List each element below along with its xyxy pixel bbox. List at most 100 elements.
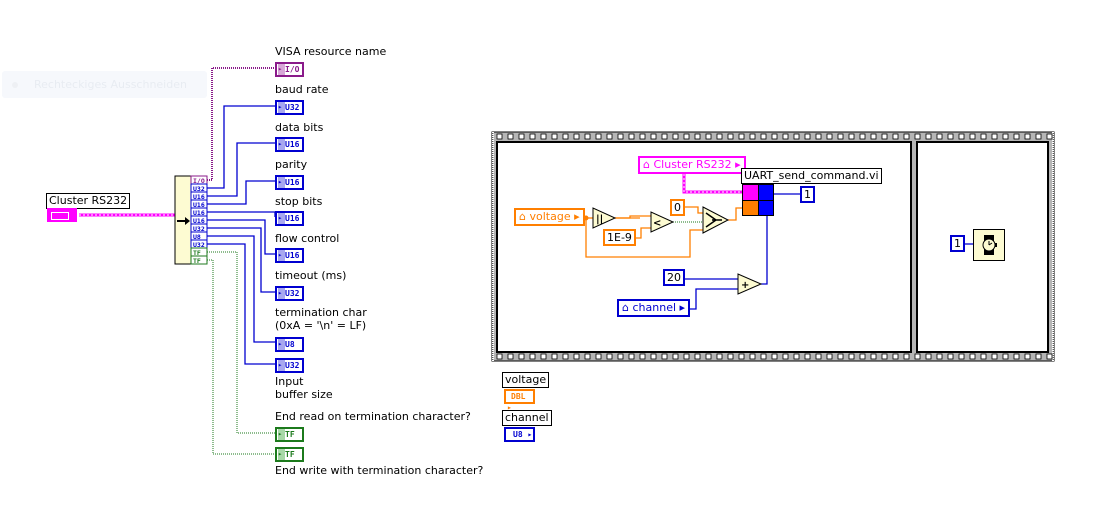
indicator-terminal[interactable]: ▸U16 — [275, 137, 304, 152]
film-hole — [815, 353, 822, 360]
abs-node[interactable]: || — [592, 207, 617, 229]
constant-epsilon[interactable]: 1E-9 — [603, 229, 636, 246]
unbundle-output-label: U8 — [193, 233, 201, 241]
constant-wait-ms[interactable]: 1 — [950, 235, 965, 252]
unbundle-output-label: U32 — [193, 225, 205, 233]
wire-buffer — [207, 243, 275, 365]
wire-flow — [207, 219, 275, 255]
integer-wires[interactable] — [207, 105, 276, 365]
sequence-frame-2 — [916, 141, 1049, 353]
channel-control-terminal[interactable]: U8 ▸ — [504, 427, 535, 442]
film-hole — [793, 353, 800, 360]
indicator-type: U32 — [285, 361, 300, 370]
indicator-terminal[interactable]: ▸U16 — [275, 211, 304, 226]
film-hole — [760, 353, 767, 360]
terminal-arrow-icon: ▸ — [278, 250, 285, 261]
cluster-control-label: Cluster RS232 — [46, 193, 131, 209]
cluster-control-terminal[interactable] — [47, 208, 77, 222]
film-hole — [782, 353, 789, 360]
wait-ms-node[interactable] — [973, 229, 1005, 261]
film-hole — [551, 353, 558, 360]
film-hole — [507, 133, 514, 140]
boolean-wires[interactable] — [207, 251, 275, 455]
film-hole — [573, 133, 580, 140]
indicator-type: U16 — [285, 140, 300, 149]
overlay-dot-icon — [12, 82, 18, 88]
unbundle-output-label: U16 — [193, 209, 205, 217]
film-hole — [859, 353, 866, 360]
frame1-wires[interactable] — [578, 174, 973, 310]
indicator-terminal[interactable]: ▸U32 — [275, 286, 304, 301]
indicator-terminal[interactable]: ▸TF — [275, 427, 304, 442]
indicator-terminal[interactable]: ▸U16 — [275, 175, 304, 190]
cluster-local-wire — [682, 174, 742, 194]
indicator-terminal[interactable]: ▸U32 — [275, 358, 304, 373]
film-hole — [782, 133, 789, 140]
film-hole — [903, 133, 910, 140]
indicator-terminal[interactable]: ▸U32 — [275, 100, 304, 115]
film-hole — [584, 133, 591, 140]
indicator-type: I/O — [285, 65, 300, 74]
film-hole — [771, 133, 778, 140]
overlay-text: Rechteckiges Ausschneiden — [34, 78, 187, 91]
wire-endwrite — [207, 259, 275, 455]
film-hole — [628, 133, 635, 140]
film-hole — [672, 353, 679, 360]
film-hole — [496, 133, 503, 140]
wire-baud — [207, 105, 275, 189]
cluster-local-variable[interactable]: ⌂ Cluster RS232 ▸ — [638, 156, 746, 174]
indicator-terminal[interactable]: ▸U8 — [275, 337, 304, 352]
indicator-terminal[interactable]: ▸I/O — [275, 62, 304, 77]
wire-stopbits — [207, 211, 276, 217]
cluster-icon — [51, 212, 69, 220]
indicator-label: flow control — [275, 232, 340, 245]
voltage-local-variable[interactable]: ⌂ voltage ▸ — [514, 208, 585, 226]
film-hole — [881, 133, 888, 140]
film-hole — [881, 353, 888, 360]
less-than-icon: < — [653, 218, 661, 229]
indicator-type: U32 — [285, 289, 300, 298]
indicator-type: U32 — [285, 103, 300, 112]
constant-twenty[interactable]: 20 — [663, 269, 685, 286]
wire-parity — [207, 180, 275, 205]
io-wire[interactable] — [207, 67, 275, 181]
unbundle-output-label: U16 — [193, 193, 205, 201]
select-icon — [705, 212, 722, 228]
indicator-label: termination char (0xA = '\n' = LF) — [275, 306, 367, 332]
film-hole — [1046, 353, 1053, 360]
terminal-arrow-icon: ▸ — [278, 139, 285, 150]
add-node[interactable]: + — [737, 273, 763, 295]
less-than-node[interactable]: < — [650, 211, 675, 233]
film-hole — [628, 353, 635, 360]
terminal-arrow-icon: ▸ — [278, 177, 285, 188]
channel-local-variable[interactable]: ⌂ channel ▸ — [617, 299, 691, 317]
terminal-arrow-icon: ▸ — [278, 429, 285, 440]
film-hole — [848, 133, 855, 140]
indicator-label: parity — [275, 158, 308, 171]
constant-one[interactable]: 1 — [800, 186, 815, 203]
film-hole — [1024, 133, 1031, 140]
film-hole — [507, 353, 514, 360]
film-hole — [936, 353, 943, 360]
unbundle-output-10[interactable] — [190, 255, 208, 265]
terminal-arrow-icon: ▸ — [278, 64, 285, 75]
film-hole — [969, 133, 976, 140]
select-node[interactable] — [702, 206, 730, 234]
indicator-terminal[interactable]: ▸TF — [275, 447, 304, 462]
film-hole — [1013, 353, 1020, 360]
film-hole — [661, 133, 668, 140]
film-hole — [595, 353, 602, 360]
uart-subvi-node[interactable] — [742, 184, 774, 216]
film-hole — [639, 353, 646, 360]
film-hole — [1013, 133, 1020, 140]
indicator-type: U8 — [285, 340, 295, 349]
dbl-type: DBL — [511, 392, 526, 401]
voltage-control-terminal[interactable]: DBL ▸ — [504, 389, 535, 412]
constant-zero[interactable]: 0 — [670, 199, 685, 216]
film-hole — [925, 133, 932, 140]
terminal-arrow-icon: ▸ — [278, 339, 285, 350]
flat-sequence-structure[interactable] — [491, 131, 1055, 362]
film-hole — [925, 353, 932, 360]
indicator-terminal[interactable]: ▸U16 — [275, 248, 304, 263]
